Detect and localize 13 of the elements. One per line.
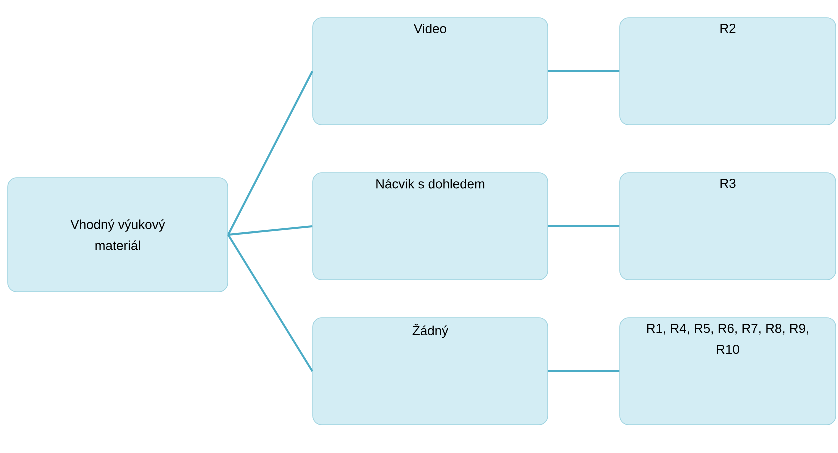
- process-box: Video: [312, 18, 548, 126]
- process-box: Nácvik s dohledem: [312, 172, 548, 280]
- connector-line: [228, 71, 314, 236]
- process-box: R1, R4, R5, R6, R7, R8, R9, R10: [620, 318, 836, 426]
- connector-line: [548, 226, 620, 228]
- connector-line: [548, 70, 620, 72]
- process-box: R3: [620, 172, 836, 280]
- process-box: Vhodný výukový materiál: [8, 178, 228, 292]
- process-box: R2: [620, 18, 836, 126]
- connector-line: [228, 234, 314, 372]
- connector-line: [548, 370, 620, 372]
- process-box: Žádný: [312, 318, 548, 426]
- connector-line: [228, 226, 313, 236]
